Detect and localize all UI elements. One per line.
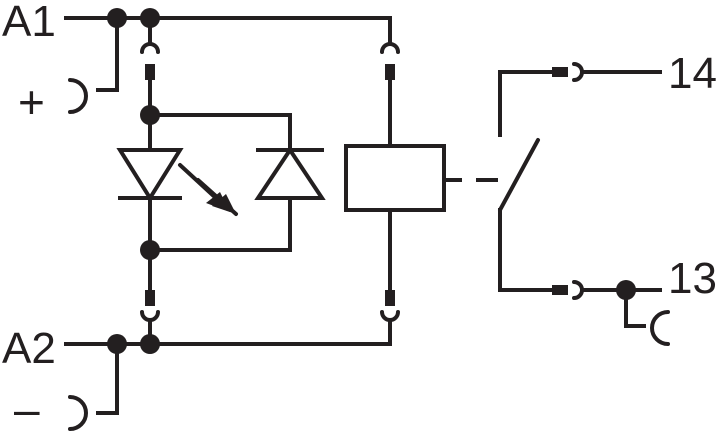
terminal-14-label: 14 — [668, 49, 717, 98]
freewheel-diode-icon — [254, 146, 326, 200]
plus-socket-icon — [68, 78, 88, 114]
junction-dot — [140, 334, 160, 354]
t13-socket-icon — [650, 310, 670, 346]
junction-dot — [140, 105, 160, 125]
junction-dot — [107, 8, 127, 28]
junction-dots — [107, 8, 636, 354]
plug-connector-top-left — [140, 16, 160, 117]
minus-polarity-label: – — [14, 383, 40, 435]
terminal-a1-label: A1 — [2, 0, 56, 46]
plug-connector-top-right — [380, 42, 400, 148]
bottom-rail — [64, 318, 392, 431]
junction-dot — [140, 8, 160, 28]
junction-dot — [616, 280, 636, 300]
plus-polarity-label: + — [18, 76, 45, 128]
top-rail — [64, 16, 392, 114]
normally-open-contact-icon — [498, 70, 554, 292]
terminal-a2-label: A2 — [2, 324, 56, 373]
led-diode-icon — [116, 148, 238, 216]
junction-dot — [140, 240, 160, 260]
plug-connector-bottom-left — [140, 248, 160, 346]
terminal-13-connector — [552, 280, 670, 346]
terminal-13-label: 13 — [668, 254, 717, 303]
minus-socket-icon — [68, 395, 88, 431]
terminal-14-connector — [552, 62, 662, 82]
junction-dot — [107, 334, 127, 354]
plug-connector-bottom-right — [380, 208, 400, 322]
relay-coil-icon — [344, 144, 446, 212]
